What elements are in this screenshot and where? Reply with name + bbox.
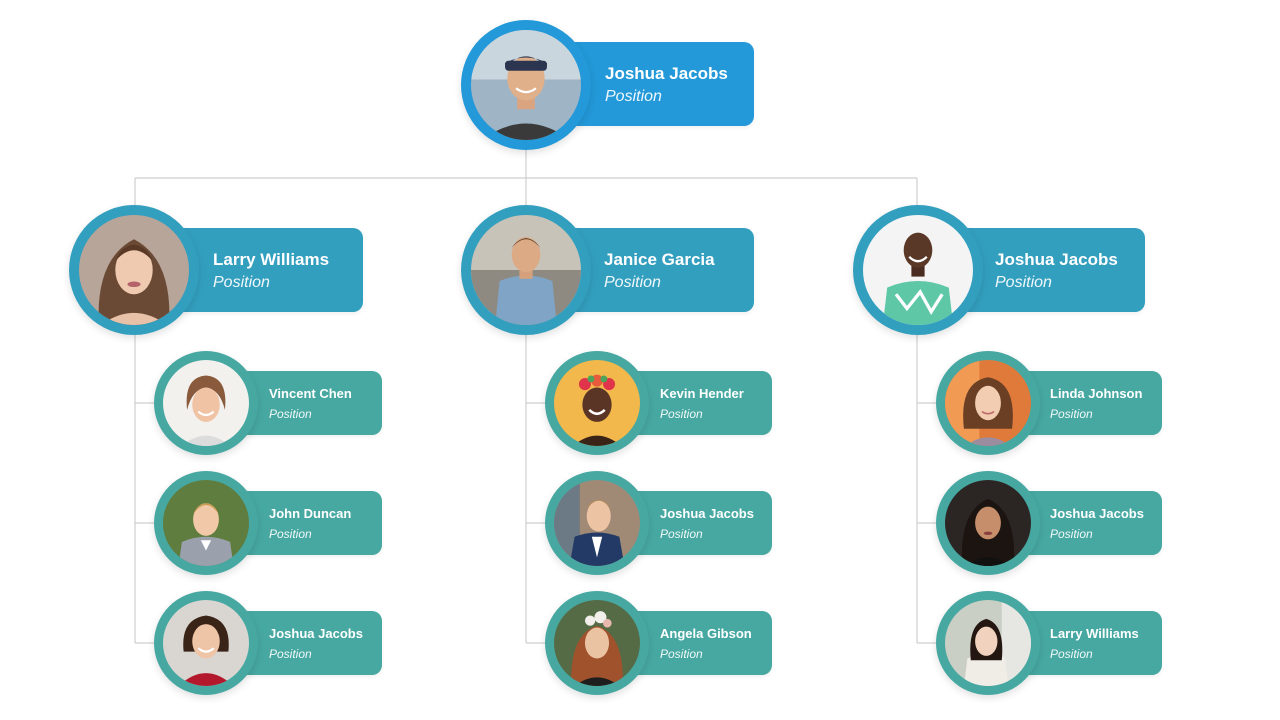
node-card: Joshua Jacobs Position [566,42,754,126]
node-position: Position [660,527,703,541]
person-photo-icon [471,30,581,140]
node-name: Larry Williams [213,250,330,269]
node-name: Angela Gibson [660,626,752,641]
avatar [853,205,983,335]
node-name: Joshua Jacobs [995,250,1118,269]
node-name: Joshua Jacobs [1050,506,1144,521]
node-position: Position [1050,527,1093,541]
node-name: Linda Johnson [1050,386,1143,401]
node-name: Joshua Jacobs [660,506,754,521]
node-position: Position [604,274,661,291]
node-card: Larry Williams Position [174,228,363,312]
person-photo-icon [945,360,1031,446]
avatar [461,20,591,150]
person-photo-icon [863,215,973,325]
node-name: Joshua Jacobs [605,64,728,83]
person-photo-icon [163,600,249,686]
person-photo-icon [945,600,1031,686]
avatar [545,351,649,455]
avatar [154,351,258,455]
node-name: John Duncan [269,506,352,521]
node-name: Larry Williams [1050,626,1139,641]
node-card: Janice Garcia Position [566,228,754,312]
node-position: Position [269,647,312,661]
node-name: Vincent Chen [269,386,352,401]
node-position: Position [605,88,662,105]
person-photo-icon [554,360,640,446]
avatar [936,591,1040,695]
node-position: Position [660,407,703,421]
avatar [461,205,591,335]
node-name: Janice Garcia [604,250,715,269]
person-photo-icon [163,360,249,446]
avatar [545,591,649,695]
person-photo-icon [945,480,1031,566]
node-position: Position [269,407,312,421]
node-position: Position [660,647,703,661]
avatar [936,351,1040,455]
avatar [69,205,199,335]
node-position: Position [1050,407,1093,421]
node-position: Position [269,527,312,541]
person-photo-icon [554,600,640,686]
node-position: Position [995,274,1052,291]
person-photo-icon [471,215,581,325]
avatar [154,471,258,575]
node-name: Joshua Jacobs [269,626,363,641]
node-name: Kevin Hender [660,386,744,401]
person-photo-icon [79,215,189,325]
node-position: Position [213,274,270,291]
node-card: Joshua Jacobs Position [958,228,1145,312]
person-photo-icon [554,480,640,566]
avatar [936,471,1040,575]
avatar [545,471,649,575]
avatar [154,591,258,695]
node-position: Position [1050,647,1093,661]
person-photo-icon [163,480,249,566]
